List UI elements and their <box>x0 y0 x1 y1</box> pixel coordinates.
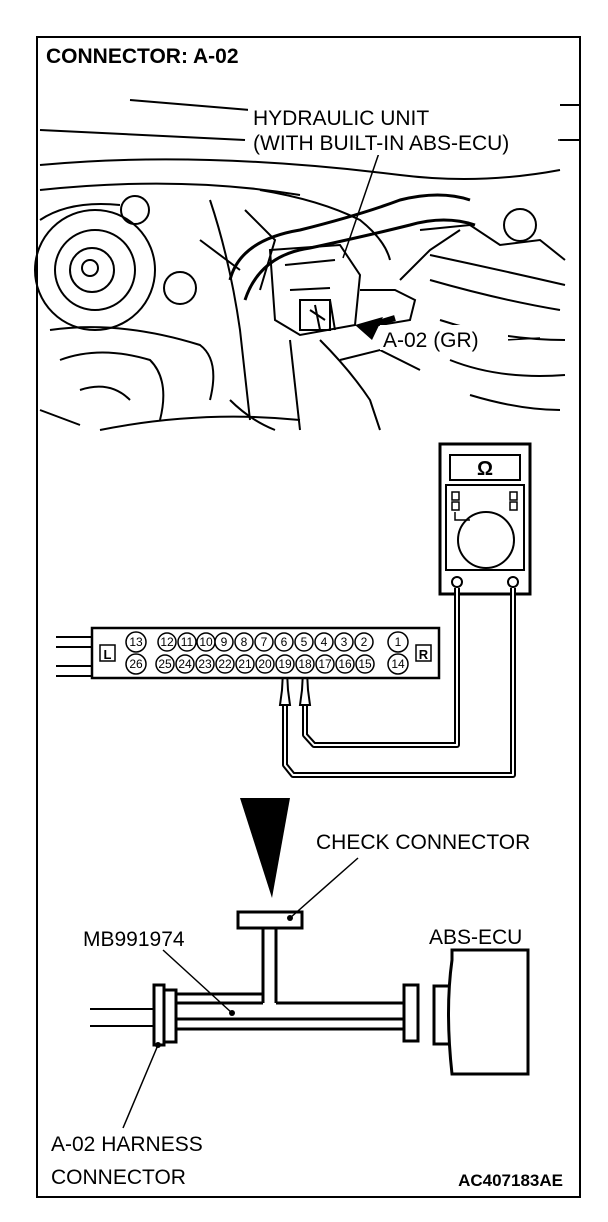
pin-label-19: 19 <box>278 657 292 671</box>
pin-circle-4 <box>314 632 334 652</box>
pin-circle-19 <box>275 654 295 674</box>
meter-leads <box>282 588 516 778</box>
connector-label-backing <box>380 325 508 350</box>
special-tool-harness <box>90 910 420 1047</box>
pin-circle-24 <box>175 654 195 674</box>
label-backing <box>248 103 558 155</box>
pin-label-12: 12 <box>160 635 174 649</box>
pin-label-3: 3 <box>341 635 348 649</box>
meter-leads-inner <box>284 588 514 776</box>
callout-lines <box>122 857 359 1129</box>
pin-label-10: 10 <box>199 635 213 649</box>
callout-dot-tool <box>229 1010 235 1016</box>
pin-label-7: 7 <box>261 635 268 649</box>
pin-label-1: 1 <box>395 635 402 649</box>
pin-circle-2 <box>354 632 374 652</box>
pin-label-14: 14 <box>391 657 405 671</box>
connector-pointer-shaft <box>371 315 396 328</box>
pin-circle-23 <box>195 654 215 674</box>
pin-circle-7 <box>254 632 274 652</box>
pin-label-11: 11 <box>181 635 194 649</box>
abs-ecu-label: ABS-ECU <box>429 926 522 949</box>
ohm-symbol: Ω <box>477 458 493 480</box>
pin-circle-15 <box>355 654 375 674</box>
hydraulic-unit-sublabel: (WITH BUILT-IN ABS-ECU) <box>253 132 509 155</box>
pin-label-15: 15 <box>358 657 372 671</box>
pin-label-26: 26 <box>129 657 143 671</box>
pin-label-13: 13 <box>129 635 143 649</box>
pin-label-22: 22 <box>218 657 232 671</box>
figure-title: CONNECTOR: A-02 <box>46 45 239 68</box>
pin-label-16: 16 <box>338 657 352 671</box>
pin-circle-25 <box>155 654 175 674</box>
harness-connector-sublabel: CONNECTOR <box>51 1166 186 1189</box>
pin-label-24: 24 <box>178 657 192 671</box>
pin-label-25: 25 <box>158 657 172 671</box>
tool-number-label: MB991974 <box>83 928 185 951</box>
pin-circle-18 <box>295 654 315 674</box>
ohmmeter <box>438 442 532 596</box>
pin-circle-9 <box>214 632 234 652</box>
harness-connector-label: A-02 HARNESS <box>51 1133 203 1156</box>
pin-circle-14 <box>387 653 409 675</box>
pin-circle-3 <box>334 632 354 652</box>
abs-ecu-box <box>432 948 530 1076</box>
pin-circle-21 <box>235 654 255 674</box>
pin-circle-16 <box>335 654 355 674</box>
figure-code: AC407183AE <box>458 1171 563 1190</box>
pin-circle-8 <box>234 632 254 652</box>
pin-circle-13 <box>125 631 147 653</box>
pin-label-18: 18 <box>298 657 312 671</box>
pin-circle-20 <box>255 654 275 674</box>
callout-dot-harness <box>155 1042 161 1048</box>
pin-label-6: 6 <box>281 635 288 649</box>
pin-label-9: 9 <box>221 635 228 649</box>
pin-circle-12 <box>157 632 177 652</box>
pin-circle-1 <box>387 631 409 653</box>
pin-label-20: 20 <box>258 657 272 671</box>
strip-left-tag: L <box>104 647 112 662</box>
pin-circle-6 <box>274 632 294 652</box>
callout-dot-check <box>287 915 293 921</box>
hydraulic-unit-label: HYDRAULIC UNIT <box>253 107 429 130</box>
strip-right-tag: R <box>419 647 429 662</box>
pin-label-8: 8 <box>241 635 248 649</box>
pin-label-23: 23 <box>198 657 212 671</box>
pin-circle-11 <box>177 632 197 652</box>
connector-a02-label: A-02 (GR) <box>383 329 479 352</box>
pin-label-17: 17 <box>318 657 332 671</box>
insert-pointer-triangle <box>240 798 290 898</box>
pin-circle-17 <box>315 654 335 674</box>
pin-label-5: 5 <box>301 635 308 649</box>
pin-label-21: 21 <box>238 657 252 671</box>
engine-bay-illustration <box>34 99 580 431</box>
pin-label-2: 2 <box>361 635 368 649</box>
pin-label-4: 4 <box>321 635 328 649</box>
pin-circle-5 <box>294 632 314 652</box>
pin-circle-26 <box>125 653 147 675</box>
check-connector-label: CHECK CONNECTOR <box>316 831 530 854</box>
figure-frame <box>36 36 581 1198</box>
pin-circle-22 <box>215 654 235 674</box>
